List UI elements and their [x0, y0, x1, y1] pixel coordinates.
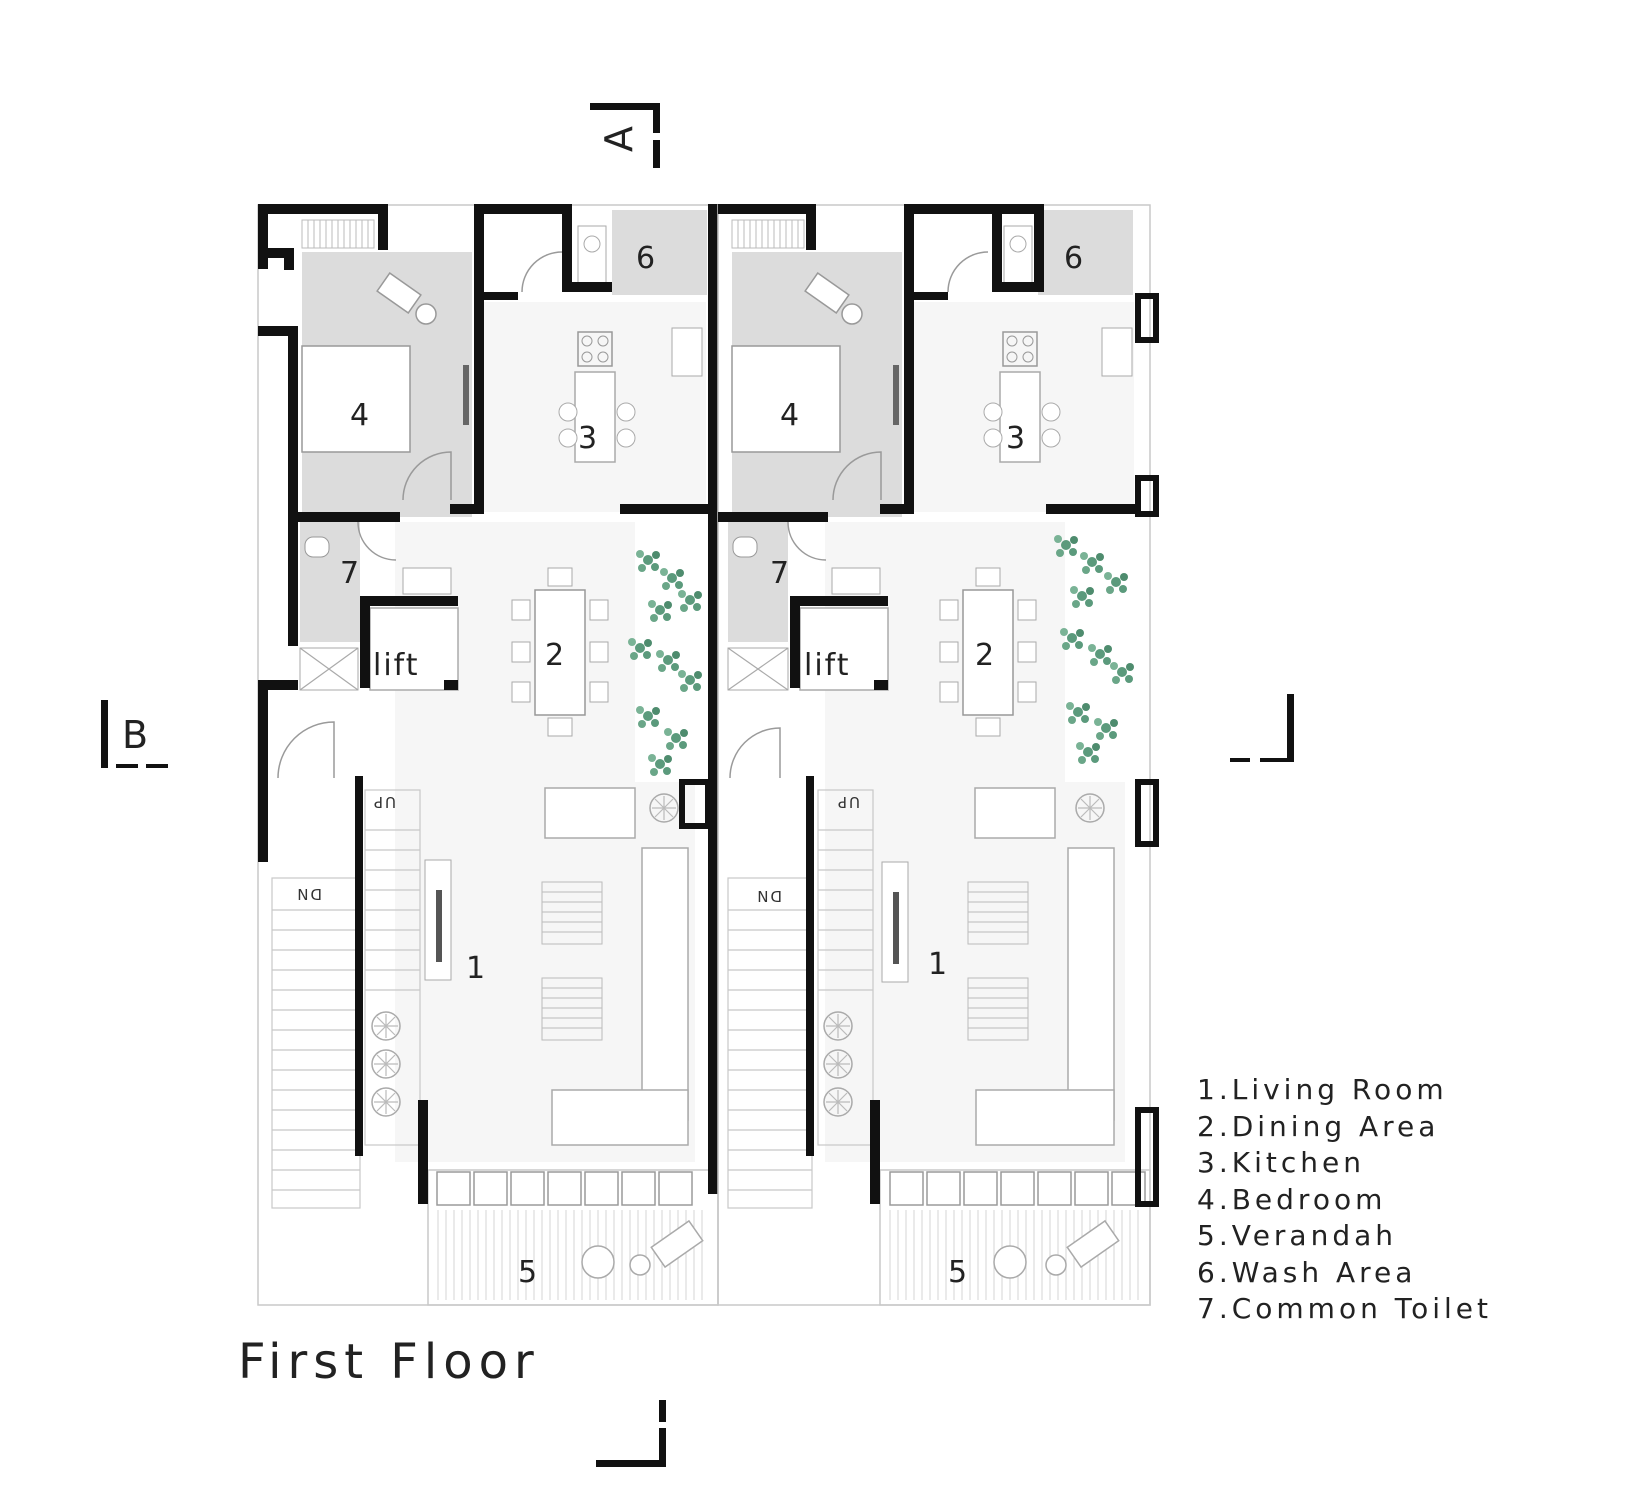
unit-right: UP DN: [717, 204, 1159, 1306]
kitchen-island: [999, 371, 1041, 463]
ottoman-1: [544, 787, 636, 839]
bed: [301, 345, 411, 453]
wc: [732, 536, 758, 558]
legend-item: 1.Living Room: [1197, 1073, 1448, 1106]
sofa-bottom: [975, 1089, 1115, 1146]
courtyard-plants: [1054, 535, 1134, 764]
label-verandah: 5: [518, 1255, 537, 1290]
section-marker-b-right: [1230, 694, 1294, 762]
stair-down-label: DN: [755, 887, 782, 905]
wash-area-fill: [1038, 210, 1133, 295]
bed: [731, 345, 841, 453]
label-dining: 2: [975, 638, 994, 673]
section-marker-a-bottom: [596, 1400, 666, 1467]
legend-item: 7.Common Toilet: [1197, 1292, 1492, 1325]
lounge-chair: [804, 272, 850, 314]
section-marker-b-left: B: [101, 700, 168, 768]
kitchen-sink: [671, 327, 703, 377]
label-toilet: 7: [340, 556, 359, 591]
sofa-back: [1067, 847, 1115, 1121]
kitchen-sink: [1101, 327, 1133, 377]
wc: [304, 536, 330, 558]
label-verandah: 5: [948, 1255, 967, 1290]
label-living: 1: [466, 951, 485, 986]
legend-item: 4.Bedroom: [1197, 1182, 1387, 1216]
verandah-lounger: [1066, 1219, 1120, 1269]
verandah-stool: [629, 1254, 651, 1276]
verandah-table: [993, 1245, 1027, 1279]
lift-shaft: [369, 607, 459, 691]
label-bedroom: 4: [780, 398, 799, 433]
sofa-back: [641, 847, 689, 1121]
verandah-lounger: [650, 1219, 704, 1269]
unit-left: UP DN: [257, 204, 719, 1306]
planter-boxes: [436, 1171, 693, 1206]
svg-text:B: B: [122, 713, 148, 757]
wash-area-fill: [612, 210, 707, 295]
room-legend: 1.Living Room 2.Dining Area 3.Kitchen 4.…: [1197, 1072, 1492, 1328]
legend-item: 6.Wash Area: [1197, 1255, 1417, 1289]
wardrobe-rail: [463, 365, 469, 425]
label-kitchen: 3: [1006, 421, 1025, 456]
dining-table: [511, 567, 609, 737]
sofa-bottom: [551, 1089, 689, 1146]
floor-title: First Floor: [238, 1334, 540, 1390]
label-bedroom: 4: [350, 398, 369, 433]
label-living: 1: [928, 947, 947, 982]
planter-boxes: [889, 1171, 1146, 1206]
walls: [258, 204, 718, 1204]
label-wash: 6: [1064, 241, 1083, 276]
label-lift: lift: [373, 648, 419, 683]
verandah-table: [581, 1245, 615, 1279]
legend-item: 5.Verandah: [1197, 1219, 1398, 1252]
label-dining: 2: [545, 638, 564, 673]
legend-item: 2.Dining Area: [1197, 1109, 1440, 1143]
section-marker-a-top: A: [590, 103, 660, 168]
stair-down-label: DN: [295, 885, 322, 903]
label-kitchen: 3: [578, 421, 597, 456]
rug-1: [541, 881, 603, 945]
walls: [718, 204, 1159, 1207]
rug-1: [967, 881, 1029, 945]
label-lift: lift: [804, 648, 850, 683]
rug-2: [967, 977, 1029, 1041]
dining-table: [939, 567, 1037, 737]
wardrobe-rail: [893, 365, 899, 425]
legend-item: 3.Kitchen: [1197, 1146, 1365, 1179]
svg-text:A: A: [597, 126, 641, 152]
staircase: [271, 789, 421, 1209]
lounge-chair: [376, 272, 422, 314]
courtyard-plants: [628, 550, 702, 776]
label-wash: 6: [636, 241, 655, 276]
label-toilet: 7: [770, 556, 789, 591]
stair-up-label: UP: [836, 793, 860, 811]
rug-2: [541, 977, 603, 1041]
stair-up-label: UP: [372, 793, 396, 811]
verandah-stool: [1045, 1254, 1067, 1276]
ottoman-1: [974, 787, 1056, 839]
